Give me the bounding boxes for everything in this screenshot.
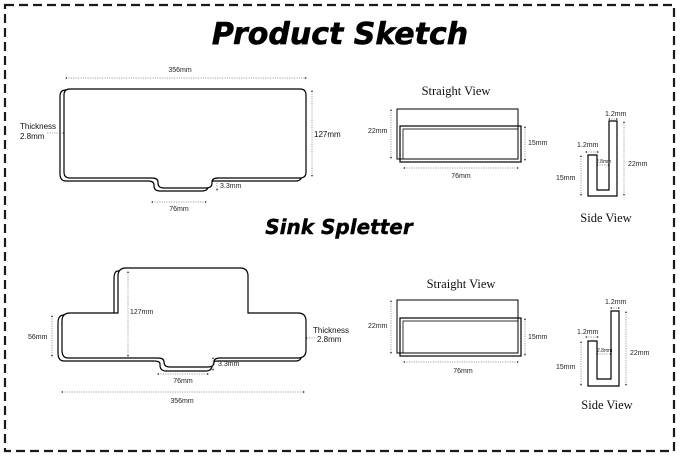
bottom-straight-view: Straight View 22mm 15mm 76mm (368, 277, 548, 375)
top-height-label: 127mm (314, 130, 341, 139)
bottom-straight-view-title: Straight View (427, 277, 496, 291)
bottom-sketch: 127mm 56mm Thickness 2.8mm 3.3mm 76mm 35… (28, 267, 349, 405)
top-side-left-label: 1.2mm (577, 142, 599, 149)
top-sv-inner-label: 15mm (528, 140, 548, 147)
bottom-sv-height-label: 22mm (368, 323, 388, 330)
bottom-sv-width-label: 76mm (453, 368, 473, 375)
bottom-side-height-label: 22mm (630, 350, 650, 357)
top-straight-view-title: Straight View (422, 84, 491, 98)
bottom-notch-depth-label: 3.3mm (218, 361, 240, 368)
bottom-side-gap-label: 2.8mm (597, 348, 612, 354)
top-thickness-value: 2.8mm (20, 132, 45, 141)
bottom-width-label: 356mm (170, 398, 194, 405)
top-side-inner-label: 15mm (556, 175, 576, 182)
bottom-sketch-outline (61, 267, 307, 368)
top-side-view: 1.2mm 1.2mm 2.8mm 22mm 15mm Side View (556, 111, 648, 225)
bottom-side-inner-label: 15mm (556, 364, 576, 371)
top-side-gap-label: 2.8mm (596, 159, 611, 165)
bottom-side-height-label: 56mm (28, 334, 48, 341)
top-side-top-label: 1.2mm (605, 111, 627, 118)
top-sv-height-label: 22mm (368, 128, 388, 135)
section-two-title: Sink Spletter (265, 215, 414, 239)
top-side-view-title: Side View (580, 211, 631, 225)
bottom-notch-width-label: 76mm (173, 378, 193, 385)
top-width-label: 356mm (168, 67, 192, 74)
top-thickness-label: Thickness (20, 122, 56, 131)
top-sv-width-label: 76mm (451, 173, 471, 180)
dashed-frame (3, 3, 676, 453)
top-straight-view: Straight View 22mm 15mm 76mm (368, 84, 548, 180)
bottom-sv-inner-label: 15mm (528, 334, 548, 341)
page-title: Product Sketch (212, 17, 468, 52)
top-sketch-outline (63, 88, 307, 189)
bottom-center-height-label: 127mm (130, 309, 154, 316)
bottom-side-view: 1.2mm 1.2mm 2.8mm 22mm 15mm Side View (556, 299, 650, 412)
bottom-side-top-label: 1.2mm (605, 299, 627, 306)
top-sketch: 356mm 127mm Thickness 2.8mm 76mm 3.3mm (20, 67, 341, 213)
bottom-sketch-shadow (57, 270, 303, 372)
top-side-height-label: 22mm (628, 161, 648, 168)
bottom-thickness-label: Thickness (313, 326, 349, 335)
top-sketch-shadow (59, 89, 303, 192)
bottom-thickness-value: 2.8mm (317, 335, 342, 344)
top-notch-depth-label: 3.3mm (220, 183, 242, 190)
bottom-side-left-label: 1.2mm (577, 329, 599, 336)
bottom-side-view-title: Side View (581, 398, 632, 412)
top-side-profile (587, 120, 618, 197)
top-notch-width-label: 76mm (169, 206, 189, 213)
